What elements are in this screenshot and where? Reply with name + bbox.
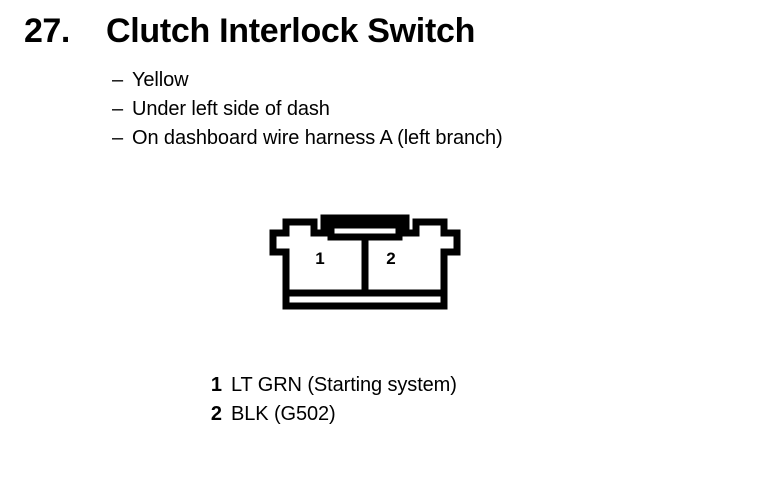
list-item-label: Yellow [132, 69, 189, 91]
dash-icon: – [112, 69, 124, 91]
dash-icon: – [112, 127, 124, 149]
legend-row: 2 BLK (G502) [198, 400, 618, 429]
list-item-label: On dashboard wire harness A (left branch… [132, 127, 503, 149]
list-item: – On dashboard wire harness A (left bran… [112, 124, 712, 153]
legend-pin-description: LT GRN (Starting system) [231, 374, 457, 396]
list-item: – Under left side of dash [112, 95, 712, 124]
connector-diagram: 1 2 [258, 208, 468, 320]
list-item: – Yellow [112, 66, 712, 95]
legend-pin-description: BLK (G502) [231, 403, 336, 425]
legend-pin-number: 1 [210, 374, 222, 396]
cavity-number-2: 2 [386, 249, 395, 268]
connector-outline-svg: 1 2 [269, 214, 461, 310]
list-item-label: Under left side of dash [132, 98, 330, 120]
legend-pin-number: 2 [210, 403, 222, 425]
item-title: Clutch Interlock Switch [106, 12, 476, 50]
item-number: 27. [24, 12, 70, 50]
cavity-number-1: 1 [315, 249, 324, 268]
terminal-legend: 1 LT GRN (Starting system) 2 BLK (G502) [198, 371, 618, 429]
page-title: 27. Clutch Interlock Switch [24, 14, 724, 48]
legend-row: 1 LT GRN (Starting system) [198, 371, 618, 400]
description-list: – Yellow – Under left side of dash – On … [112, 66, 712, 153]
dash-icon: – [112, 98, 124, 120]
